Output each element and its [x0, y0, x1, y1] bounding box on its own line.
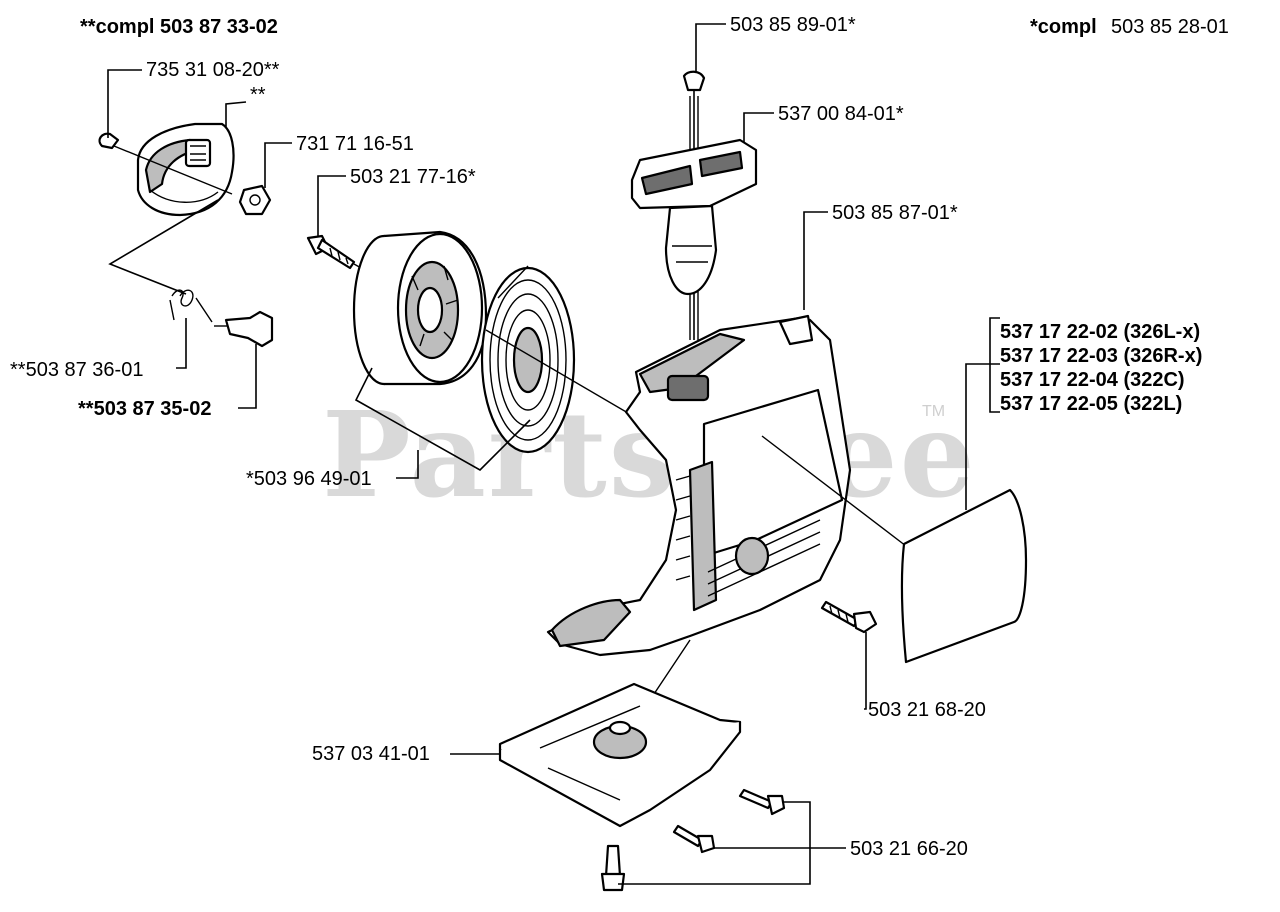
screw-part-4 — [672, 824, 716, 854]
label-503-21-68[interactable]: 503 21 68-20 — [868, 699, 986, 721]
leader-537-00-84 — [743, 112, 774, 148]
leader-star2 — [225, 101, 247, 128]
assembly-compl-right-number[interactable]: 503 85 28-01 — [1111, 16, 1229, 38]
label-503-87-36[interactable]: **503 87 36-01 — [10, 359, 143, 381]
leader-503-85-89 — [695, 23, 726, 80]
leader-731 — [264, 142, 292, 188]
screw-part-2 — [820, 600, 878, 634]
label-503-85-87[interactable]: 503 85 87-01* — [832, 202, 958, 224]
label-503-85-89[interactable]: 503 85 89-01* — [730, 14, 856, 36]
label-537-03-41[interactable]: 537 03 41-01 — [312, 743, 430, 765]
pawl-cover-part — [136, 122, 235, 217]
leader-503-21-77 — [317, 175, 346, 236]
leader-axis-plate — [649, 639, 691, 701]
leader-variants — [965, 363, 1000, 510]
screw-part-5 — [600, 844, 626, 892]
leader-503-21-68 — [864, 632, 867, 710]
pulley-part — [352, 230, 488, 386]
leader-503-85-87 — [803, 211, 828, 310]
variant-3[interactable]: 537 17 22-04 (322C) — [1000, 369, 1185, 391]
watermark-tm: TM — [922, 403, 945, 420]
variant-2[interactable]: 537 17 22-03 (326R-x) — [1000, 345, 1202, 367]
label-star2: ** — [250, 84, 266, 106]
leader-735 — [107, 69, 142, 138]
pawl-part — [214, 310, 274, 348]
leader-503-87-35 — [238, 344, 257, 409]
label-503-21-66[interactable]: 503 21 66-20 — [850, 838, 968, 860]
label-503-21-77[interactable]: 503 21 77-16* — [350, 166, 476, 188]
leader-axis-decal — [761, 435, 907, 547]
group-bracket-pulley — [354, 367, 531, 471]
housing-part — [546, 314, 852, 657]
leader-axis-1 — [113, 145, 233, 195]
decal-part — [900, 488, 1028, 664]
group-bracket-left — [108, 199, 219, 295]
screw-part-3 — [738, 788, 786, 816]
label-503-87-35[interactable]: **503 87 35-02 — [78, 398, 211, 420]
spring-part — [169, 289, 213, 323]
label-735-31-08[interactable]: 735 31 08-20** — [146, 59, 280, 81]
assembly-compl-right-prefix: *compl — [1030, 16, 1097, 38]
leader-axis-3 — [485, 329, 641, 421]
recoil-spring-part — [480, 265, 576, 454]
leader-503-87-36 — [176, 318, 187, 369]
bracket-screws — [618, 801, 811, 885]
screw-part-1 — [306, 234, 356, 270]
assembly-compl-left[interactable]: **compl 503 87 33-02 — [80, 16, 278, 38]
variant-1[interactable]: 537 17 22-02 (326L-x) — [1000, 321, 1200, 343]
leader-503-96-49 — [396, 450, 419, 479]
nut-part — [238, 184, 272, 216]
base-plate-part — [498, 682, 742, 828]
label-503-96-49[interactable]: *503 96 49-01 — [246, 468, 372, 490]
handle-part — [630, 138, 758, 296]
retainer-clip-part — [98, 132, 120, 150]
variants-bracket — [989, 317, 1000, 413]
variant-4[interactable]: 537 17 22-05 (322L) — [1000, 393, 1182, 415]
label-537-00-84[interactable]: 537 00 84-01* — [778, 103, 904, 125]
label-731-71-16[interactable]: 731 71 16-51 — [296, 133, 414, 155]
